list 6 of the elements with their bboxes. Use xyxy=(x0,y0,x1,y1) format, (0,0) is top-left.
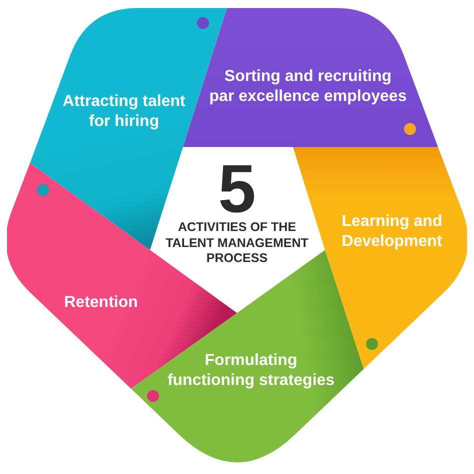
segment-label: Learning and Development xyxy=(342,212,442,252)
segment-label: Attracting talent for hiring xyxy=(62,92,186,132)
heading-text: ACTIVITIES OF THE TALENT MANAGEMENT PROCESS xyxy=(166,220,308,266)
segment-label: Retention xyxy=(64,293,138,313)
segment-label: Sorting and recruiting par excellence employees xyxy=(209,67,407,107)
segment-label: Formulating functioning strategies xyxy=(167,351,335,391)
